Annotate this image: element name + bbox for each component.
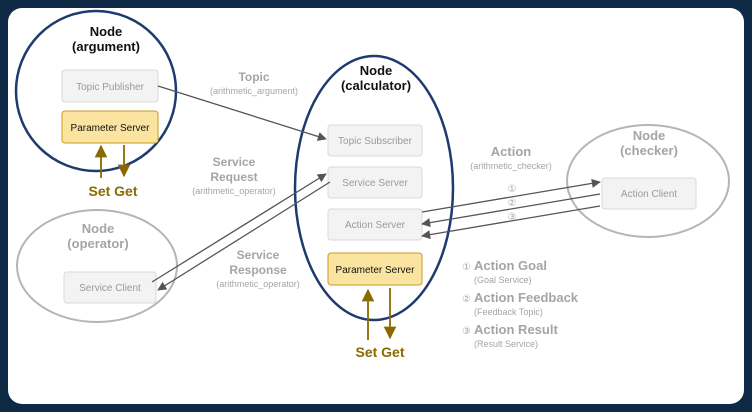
legend-sub: (Goal Service) [474, 275, 532, 285]
action-feedback-arrow [421, 193, 601, 228]
action-goal-arrow [421, 178, 601, 213]
parameter-server-calculator-box [327, 252, 423, 286]
action-client-box [601, 177, 697, 210]
set-get-argument-label: Set Get [88, 183, 137, 199]
node-calculator-title: Node [360, 63, 393, 78]
ros-diagram: Node (argument) Node (calculator) Node (… [14, 9, 730, 360]
action-label: Action [491, 144, 532, 159]
node-checker-ellipse [566, 124, 730, 238]
service-request-label-2: Request [210, 170, 257, 184]
topic-arrow [157, 85, 327, 141]
diagram-frame: Node (argument) Node (calculator) Node (… [8, 8, 744, 404]
service-response-label-1: Service [237, 248, 280, 262]
topic-subscriber-box [327, 124, 423, 157]
topic-label: Topic [238, 70, 269, 84]
parameter-server-calculator-label: Parameter Server [336, 265, 416, 276]
service-response-sub-label: (arithmetic_operator) [216, 279, 300, 289]
action-client-label: Action Client [621, 189, 677, 200]
legend-title: Action Result [474, 322, 558, 337]
action-circle-1: ① [508, 184, 517, 195]
topic-subscriber-label: Topic Subscriber [338, 136, 413, 147]
legend-marker: ③ [462, 326, 471, 337]
node-operator-subtitle: (operator) [67, 236, 128, 251]
action-sub-label: (arithmetic_checker) [470, 161, 552, 171]
legend-title: Action Goal [474, 258, 547, 273]
legend: ① Action Goal (Goal Service) ② Action Fe… [462, 258, 579, 349]
action-server-label: Action Server [345, 220, 406, 231]
node-calculator-ellipse [293, 54, 455, 322]
action-circle-3: ③ [508, 212, 517, 223]
legend-marker: ② [462, 294, 471, 305]
legend-title: Action Feedback [474, 290, 579, 305]
topic-sub-label: (arithmetic_argument) [210, 86, 298, 96]
action-result-arrow [421, 205, 601, 240]
node-calculator-subtitle: (calculator) [341, 78, 411, 93]
node-argument-subtitle: (argument) [72, 39, 140, 54]
parameter-server-argument-label: Parameter Server [71, 123, 151, 134]
service-server-label: Service Server [342, 178, 408, 189]
node-checker-title: Node [633, 128, 666, 143]
node-checker-subtitle: (checker) [620, 143, 678, 158]
node-argument-title: Node [90, 24, 123, 39]
service-request-sub-label: (arithmetic_operator) [192, 186, 276, 196]
service-request-arrow [151, 173, 327, 283]
legend-marker: ① [462, 262, 471, 273]
topic-publisher-label: Topic Publisher [76, 82, 144, 93]
service-response-label-2: Response [229, 263, 287, 277]
service-response-arrow [157, 181, 331, 291]
node-operator-title: Node [82, 221, 115, 236]
service-request-label-1: Service [213, 155, 256, 169]
service-client-label: Service Client [79, 283, 141, 294]
action-circle-2: ② [508, 198, 517, 209]
set-get-calculator-label: Set Get [355, 344, 404, 360]
legend-sub: (Feedback Topic) [474, 307, 543, 317]
legend-sub: (Result Service) [474, 339, 538, 349]
service-client-box [63, 271, 157, 304]
parameter-server-argument-box [61, 110, 159, 144]
